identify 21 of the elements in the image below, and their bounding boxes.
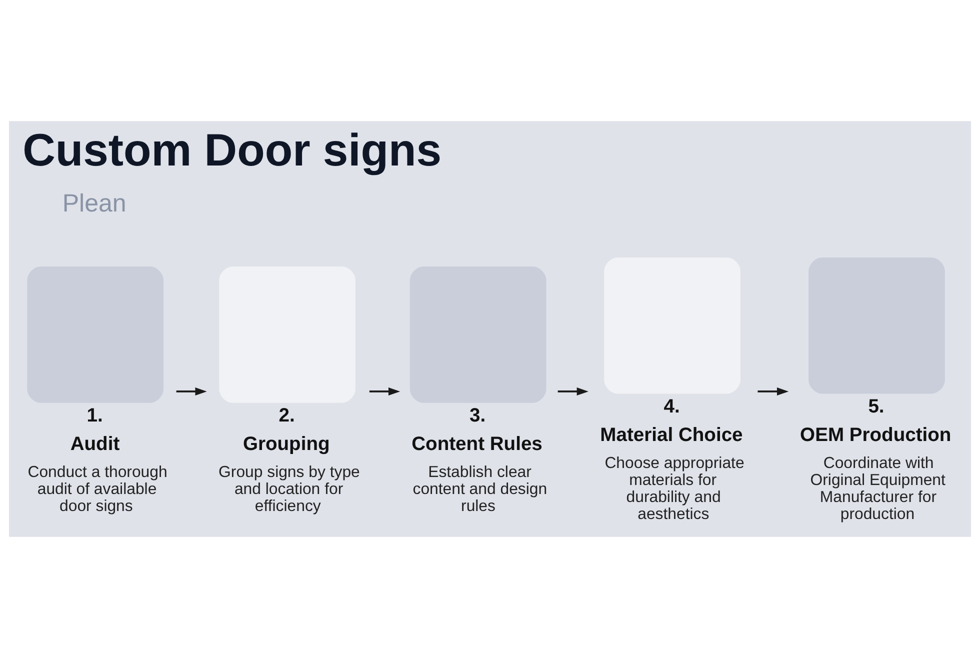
node-label: Group signs by type and location for efficiency [218, 463, 360, 514]
arrow [757, 386, 788, 396]
node-label: Material Choice [600, 424, 742, 446]
arrow [368, 386, 400, 396]
node-label: Choose appropriate materials for durability and aesthetics [604, 454, 744, 522]
node-label: 3. [469, 405, 486, 426]
label: Plean [62, 189, 126, 218]
node-label: OEM Production [800, 424, 951, 446]
node-label: 1. [86, 405, 102, 426]
node-label: Content Rules [411, 434, 542, 455]
node-label: 4. [663, 396, 680, 418]
arrow [557, 386, 588, 396]
node-label: Conduct a thorough audit of available door signs [27, 463, 167, 514]
diagram-title: Custom Door signs [22, 124, 442, 175]
node-label: 2. [278, 405, 294, 426]
node-label: Establish clear content and design rules [412, 463, 547, 514]
arrow [176, 386, 206, 396]
node-label: Grouping [242, 434, 330, 455]
node-label: Audit [70, 434, 120, 455]
node-label: 5. [868, 396, 884, 418]
node-label: Coordinate with Original Equipment Manufacturer for production [810, 454, 945, 522]
